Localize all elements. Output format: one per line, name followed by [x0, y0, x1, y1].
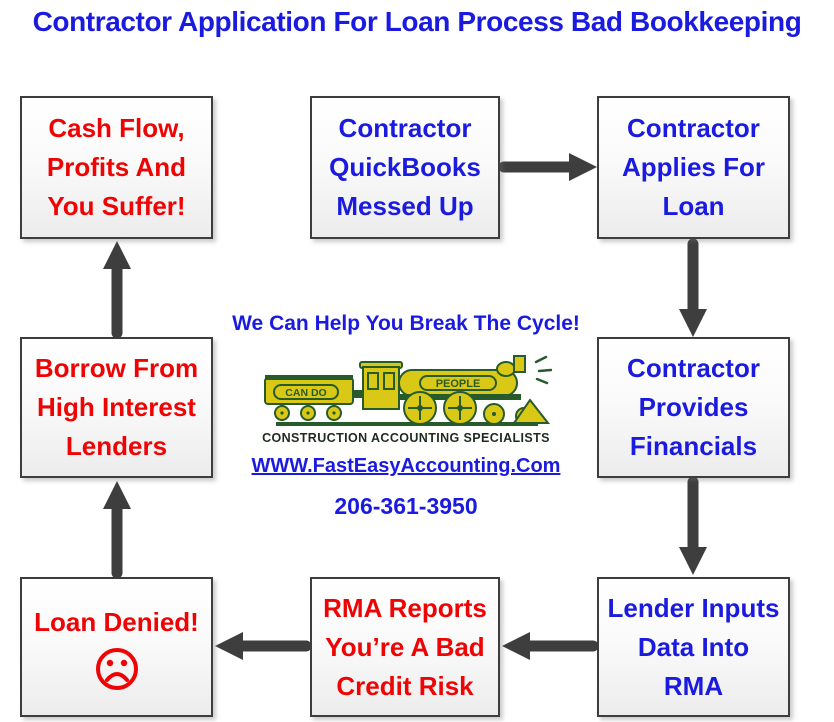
box-loan-denied: Loan Denied!	[20, 577, 213, 717]
box-lender-inputs: Lender Inputs Data Into RMA	[597, 577, 790, 717]
box-applies: Contractor Applies For Loan	[597, 96, 790, 239]
arrow-applies-to-financials	[679, 238, 707, 337]
arrow-rma-to-denied	[215, 632, 312, 660]
sad-face-icon	[95, 647, 138, 690]
box-lender-inputs-label: Lender Inputs Data Into RMA	[607, 592, 780, 701]
box-applies-label: Contractor Applies For Loan	[621, 113, 765, 221]
box-cash-flow: Cash Flow, Profits And You Suffer!	[20, 96, 213, 239]
arrow-denied-to-borrow	[103, 481, 131, 579]
arrow-financials-to-lender	[679, 476, 707, 575]
box-borrow-label: Borrow From High Interest Lenders	[34, 353, 199, 461]
box-loan-denied-label: Loan Denied!	[34, 606, 199, 637]
box-rma-reports-label: RMA Reports You’re A Bad Credit Risk	[323, 592, 487, 701]
phone-number: 206-361-3950	[334, 493, 478, 519]
arrow-lender-to-rma	[502, 632, 599, 660]
box-financials-label: Contractor Provides Financials	[627, 353, 760, 461]
train-logo: CAN DO PEOPLE	[264, 355, 552, 426]
tagline: We Can Help You Break The Cycle!	[232, 312, 580, 335]
box-quickbooks: Contractor QuickBooks Messed Up	[310, 96, 500, 239]
box-quickbooks-label: Contractor QuickBooks Messed Up	[329, 113, 481, 221]
arrow-borrow-to-cashflow	[103, 241, 131, 339]
website-link[interactable]: WWW.FastEasyAccounting.Com	[251, 455, 561, 477]
box-rma-reports: RMA Reports You’re A Bad Credit Risk	[310, 577, 500, 717]
train-boiler-label: PEOPLE	[436, 378, 481, 390]
arrow-quickbooks-to-applies	[498, 153, 597, 181]
box-financials: Contractor Provides Financials	[597, 337, 790, 478]
logo-caption: CONSTRUCTION ACCOUNTING SPECIALISTS	[262, 431, 550, 445]
page-title: Contractor Application For Loan Process …	[32, 6, 802, 37]
box-borrow: Borrow From High Interest Lenders	[20, 337, 213, 478]
train-tender-label: CAN DO	[285, 387, 326, 399]
box-cash-flow-label: Cash Flow, Profits And You Suffer!	[46, 113, 187, 221]
